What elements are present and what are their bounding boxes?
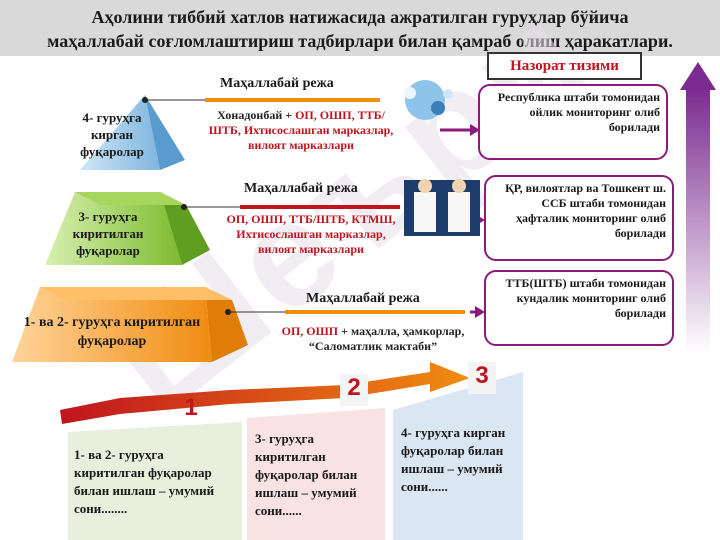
- pyramid-level-3-shape: [45, 192, 210, 265]
- monitoring-box-2: ҚР, вилоятлар ва Тошкент ш. ССБ штаби то…: [484, 175, 674, 261]
- step-2-bg: [247, 408, 385, 540]
- title-line-1: Аҳолини тиббий хатлов натижасида ажратил…: [91, 7, 629, 27]
- step-arrow: [60, 362, 470, 424]
- step-number-1: 1: [184, 394, 198, 421]
- pyramid-level-4-label: 4- гуруҳга кирган фуқаролар: [80, 110, 144, 159]
- medical-staff-picture: [404, 80, 453, 120]
- monitoring-box-1: Республика штаби томонидан ойлик монитор…: [478, 84, 668, 160]
- plan-detail-3-black: + маҳалла, ҳамкорлар, “Саломатлик мактаб…: [308, 324, 465, 353]
- step-1-bg: [68, 422, 242, 540]
- plan-label-3: Маҳаллабай режа: [306, 291, 420, 306]
- pyramid-level-12-shape: [12, 287, 248, 362]
- step-1-text: 1- ва 2- гуруҳга киритилган фуқаролар би…: [74, 447, 215, 516]
- page-title: Аҳолини тиббий хатлов натижасида ажратил…: [0, 0, 720, 56]
- plan-detail-3-red: ОП, ОШП: [281, 324, 339, 338]
- connector-dot-2: [181, 204, 187, 210]
- plan-detail-2: ОП, ОШП, ТТБ/ШТБ, КТМШ, Ихтисослашган ма…: [226, 212, 396, 256]
- step-number-2: 2: [340, 374, 368, 406]
- pyramid-level-12-label: 1- ва 2- гуруҳга киритилган фуқаролар: [23, 315, 201, 349]
- title-line-2: маҳаллабай соғломлаштириш тадбирлари бил…: [47, 31, 673, 51]
- plan-label-1: Маҳаллабай режа: [220, 76, 334, 91]
- connector-lines: [148, 98, 465, 314]
- monitoring-header: Назорат тизими: [487, 52, 642, 80]
- plan-detail-1-red: ОП, ОШП, ТТБ/ШТБ, Ихтисослашган марказла…: [208, 108, 394, 152]
- pyramid-level-3-label: 3- гуруҳга киритилган фуқаролар: [72, 209, 144, 258]
- plan-detail-3: ОП, ОШП + маҳалла, ҳамкорлар, “Саломатли…: [262, 324, 484, 354]
- pyramid-level-4-shape: [80, 95, 185, 170]
- step-number-3: 3: [468, 362, 496, 394]
- monitoring-box-3: ТТБ(ШТБ) штаби томонидан кундалик монито…: [484, 270, 674, 346]
- step-3-text: 4- гуруҳга кирган фуқаролар билан ишлаш …: [401, 425, 506, 494]
- plan-detail-1-black: Хонадонбай +: [217, 108, 296, 122]
- connector-dot-3: [225, 309, 231, 315]
- doctors-picture: [404, 179, 480, 236]
- connector-dot-1: [142, 97, 148, 103]
- plan-detail-1: Хонадонбай + ОП, ОШП, ТТБ/ШТБ, Ихтисосла…: [208, 108, 394, 153]
- step-2-text: 3- гуруҳга киритилган фуқаролар билан иш…: [255, 431, 358, 518]
- step-3-bg: [393, 372, 523, 540]
- plan-label-2: Маҳаллабай режа: [244, 181, 358, 196]
- monitoring-vertical-arrow: [680, 62, 716, 353]
